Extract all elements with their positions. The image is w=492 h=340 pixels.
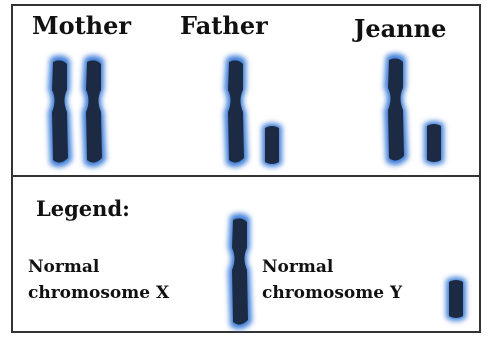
label-mother: Mother <box>32 14 131 38</box>
legend-divider <box>11 175 481 177</box>
label-father: Father <box>180 14 268 38</box>
legend-x-label-line2: chromosome X <box>28 280 169 306</box>
legend-title: Legend: <box>36 198 130 219</box>
label-jeanne: Jeanne <box>354 17 446 41</box>
legend-y-label-line1: Normal <box>262 254 402 280</box>
legend-y-label: Normal chromosome Y <box>262 254 402 306</box>
legend-y-label-line2: chromosome Y <box>262 280 402 306</box>
legend-x-label: Normal chromosome X <box>28 254 169 306</box>
legend-x-label-line1: Normal <box>28 254 169 280</box>
